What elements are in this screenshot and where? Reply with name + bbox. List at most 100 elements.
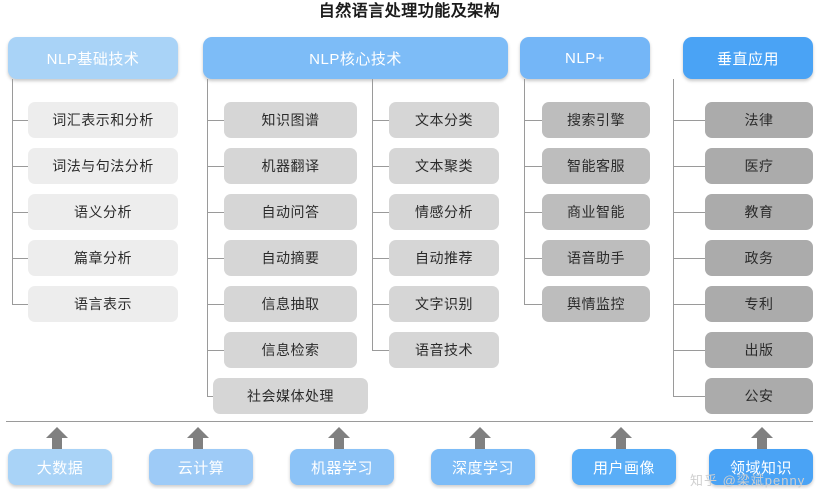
- node-box[interactable]: 教育: [705, 194, 813, 230]
- node-box[interactable]: 知识图谱: [224, 102, 357, 138]
- node-box[interactable]: 自动问答: [224, 194, 357, 230]
- node-box[interactable]: 文本分类: [389, 102, 499, 138]
- foundation-divider: [6, 421, 813, 422]
- connector-stub: [12, 304, 28, 305]
- up-arrow-icon: [751, 427, 773, 450]
- node-box[interactable]: 政务: [705, 240, 813, 276]
- node-label: 医疗: [744, 158, 774, 174]
- up-arrow-icon: [610, 427, 632, 450]
- connector-stub: [207, 120, 224, 121]
- column-header-vertical-apps[interactable]: 垂直应用: [683, 37, 813, 79]
- node-label: 社会媒体处理: [247, 388, 334, 404]
- node-box[interactable]: 文本聚类: [389, 148, 499, 184]
- connector-stub: [524, 166, 542, 167]
- foundation-label: 大数据: [36, 459, 84, 477]
- node-label: 公安: [744, 388, 774, 404]
- node-box[interactable]: 公安: [705, 378, 813, 414]
- node-box[interactable]: 词汇表示和分析: [28, 102, 178, 138]
- trunk-line-nlp-plus: [524, 79, 525, 305]
- foundation-box[interactable]: 领域知识: [709, 449, 813, 485]
- connector-stub: [673, 258, 705, 259]
- node-box[interactable]: 语言表示: [28, 286, 178, 322]
- node-box[interactable]: 语义分析: [28, 194, 178, 230]
- foundation-box[interactable]: 用户画像: [572, 449, 676, 485]
- column-header-nlp-basic[interactable]: NLP基础技术: [8, 37, 178, 79]
- foundation-box[interactable]: 大数据: [8, 449, 112, 485]
- up-arrow-icon: [187, 427, 209, 450]
- node-label: 搜索引擎: [567, 112, 625, 128]
- connector-stub: [372, 212, 389, 213]
- foundation-label: 机器学习: [310, 459, 373, 477]
- node-box[interactable]: 语音技术: [389, 332, 499, 368]
- node-box[interactable]: 出版: [705, 332, 813, 368]
- node-box[interactable]: 篇章分析: [28, 240, 178, 276]
- node-box[interactable]: 商业智能: [542, 194, 650, 230]
- trunk-line-nlp-basic: [12, 79, 13, 305]
- node-box[interactable]: 舆情监控: [542, 286, 650, 322]
- foundation-label: 用户画像: [592, 459, 655, 477]
- node-box[interactable]: 法律: [705, 102, 813, 138]
- node-label: 自动推荐: [415, 250, 473, 266]
- connector-stub: [524, 258, 542, 259]
- node-box[interactable]: 信息检索: [224, 332, 357, 368]
- connector-stub: [524, 120, 542, 121]
- trunk-line-nlp-core-left: [207, 79, 208, 397]
- node-label: 语音技术: [415, 342, 473, 358]
- connector-stub: [12, 258, 28, 259]
- node-box[interactable]: 自动摘要: [224, 240, 357, 276]
- node-box[interactable]: 社会媒体处理: [213, 378, 368, 414]
- page-title: 自然语言处理功能及架构: [318, 3, 501, 20]
- node-box[interactable]: 词法与句法分析: [28, 148, 178, 184]
- foundation-box[interactable]: 机器学习: [290, 449, 394, 485]
- node-box[interactable]: 信息抽取: [224, 286, 357, 322]
- trunk-line-nlp-core-right: [372, 79, 373, 351]
- connector-stub: [207, 166, 224, 167]
- column-header-nlp-core[interactable]: NLP核心技术: [203, 37, 508, 79]
- connector-stub: [372, 258, 389, 259]
- node-label: 智能客服: [567, 158, 625, 174]
- connector-stub: [673, 120, 705, 121]
- node-label: 文本聚类: [415, 158, 473, 174]
- node-label: 语义分析: [74, 204, 132, 220]
- column-header-label: NLP基础技术: [46, 50, 140, 68]
- node-label: 篇章分析: [74, 250, 132, 266]
- node-box[interactable]: 搜索引擎: [542, 102, 650, 138]
- node-label: 商业智能: [567, 204, 625, 220]
- node-label: 机器翻译: [261, 158, 320, 174]
- node-label: 知识图谱: [261, 112, 320, 128]
- foundation-box[interactable]: 深度学习: [431, 449, 535, 485]
- column-header-label: NLP核心技术: [309, 50, 402, 68]
- node-box[interactable]: 文字识别: [389, 286, 499, 322]
- node-box[interactable]: 专利: [705, 286, 813, 322]
- node-box[interactable]: 智能客服: [542, 148, 650, 184]
- node-label: 自动摘要: [261, 250, 320, 266]
- up-arrow-icon: [328, 427, 350, 450]
- node-label: 文本分类: [415, 112, 473, 128]
- node-box[interactable]: 机器翻译: [224, 148, 357, 184]
- node-label: 政务: [744, 250, 774, 266]
- up-arrow-icon: [469, 427, 491, 450]
- column-header-label: 垂直应用: [716, 50, 779, 68]
- node-box[interactable]: 语音助手: [542, 240, 650, 276]
- node-label: 语音助手: [567, 250, 625, 266]
- node-label: 信息抽取: [261, 296, 320, 312]
- column-header-nlp-plus[interactable]: NLP+: [520, 37, 650, 79]
- node-label: 法律: [744, 112, 774, 128]
- node-box[interactable]: 自动推荐: [389, 240, 499, 276]
- up-arrow-icon: [46, 427, 68, 450]
- connector-stub: [673, 166, 705, 167]
- node-label: 舆情监控: [567, 296, 625, 312]
- connector-stub: [372, 166, 389, 167]
- node-label: 语言表示: [74, 296, 132, 312]
- node-box[interactable]: 医疗: [705, 148, 813, 184]
- connector-stub: [372, 350, 389, 351]
- node-box[interactable]: 情感分析: [389, 194, 499, 230]
- foundation-box[interactable]: 云计算: [149, 449, 253, 485]
- connector-stub: [12, 166, 28, 167]
- connector-stub: [673, 304, 705, 305]
- node-label: 词汇表示和分析: [52, 112, 154, 128]
- node-label: 自动问答: [261, 204, 320, 220]
- connector-stub: [12, 212, 28, 213]
- node-label: 教育: [744, 204, 774, 220]
